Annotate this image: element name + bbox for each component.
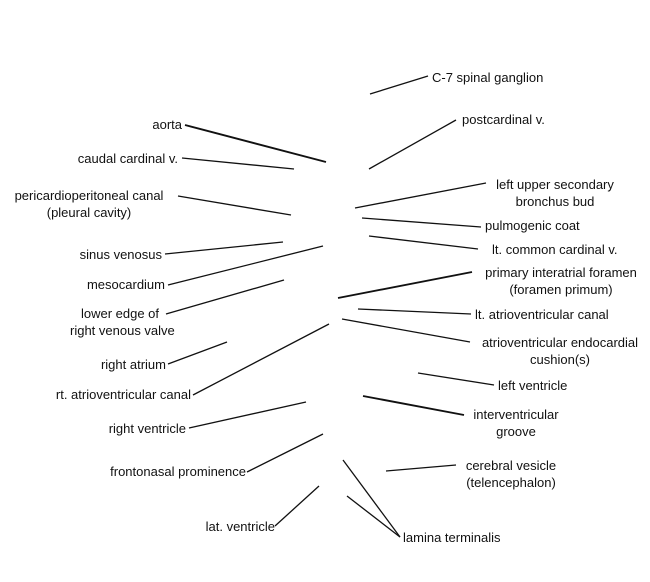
label-caudal-cardinal-vein: caudal cardinal v. [77, 151, 178, 166]
leader-lamina-terminalis-1 [342, 459, 401, 538]
leader-postcardinal [368, 119, 457, 170]
label-cerebral-vesicle: cerebral vesicle (telencephalon) [465, 458, 557, 490]
leader-right-atrium [167, 341, 228, 365]
leader-lt-common-cardinal [368, 235, 479, 250]
leader-right-ventricle [188, 401, 307, 429]
leader-sinus-venosus [164, 241, 284, 255]
leader-lt-av-canal [357, 308, 472, 315]
label-left-upper-secondary-bronchus-bud: left upper secondary bronchus bud [496, 177, 614, 209]
label-primary-interatrial-foramen: primary interatrial foramen (foramen pri… [485, 265, 637, 297]
label-left-ventricle: left ventricle [498, 378, 568, 393]
leader-lat-ventricle [274, 485, 320, 527]
label-sinus-venosus: sinus venosus [79, 247, 162, 262]
label-interventricular-groove: interventricular groove [473, 407, 559, 439]
label-atrioventricular-endocardial-cushions: atrioventricular endocardial cushion(s) [481, 335, 639, 367]
leader-lower-edge [165, 279, 285, 315]
leader-av-cushion [341, 318, 471, 343]
label-aorta: aorta [152, 117, 182, 132]
leader-pulmogenic [361, 217, 482, 228]
label-lower-edge-right-venous-valve: lower edge of right venous valve [70, 306, 175, 338]
leader-frontonasal [246, 433, 324, 473]
label-lt-atrioventricular-canal: lt. atrioventricular canal [475, 307, 609, 322]
label-frontonasal-prominence: frontonasal prominence [110, 464, 246, 479]
label-rt-atrioventricular-canal: rt. atrioventricular canal [55, 387, 191, 402]
leader-aorta [184, 124, 327, 163]
leader-left-upper-bronchus [354, 182, 487, 209]
leader-cerebral-vesicle [385, 464, 457, 472]
leader-mesocardium [167, 245, 324, 286]
leader-left-ventricle [417, 372, 495, 386]
label-right-ventricle: right ventricle [108, 421, 186, 436]
label-c7-spinal-ganglion: C-7 spinal ganglion [432, 70, 544, 85]
label-right-atrium: right atrium [100, 357, 166, 372]
leader-interventricular [362, 395, 465, 416]
leader-pericardioperitoneal [177, 195, 292, 216]
label-lt-common-cardinal-vein: lt. common cardinal v. [492, 242, 618, 257]
label-lamina-terminalis: lamina terminalis [403, 530, 501, 545]
leader-lamina-terminalis-2 [346, 495, 401, 538]
label-lat-ventricle: lat. ventricle [205, 519, 275, 534]
leader-c7 [369, 75, 429, 95]
leader-caudal-cardinal [181, 157, 295, 170]
label-postcardinal-vein: postcardinal v. [462, 112, 545, 127]
label-pulmogenic-coat: pulmogenic coat [485, 218, 580, 233]
label-mesocardium: mesocardium [86, 277, 165, 292]
label-pericardioperitoneal-canal: pericardioperitoneal canal (pleural cavi… [14, 188, 164, 220]
leader-rt-av-canal [192, 323, 330, 396]
leader-primary-interatrial [337, 271, 473, 299]
